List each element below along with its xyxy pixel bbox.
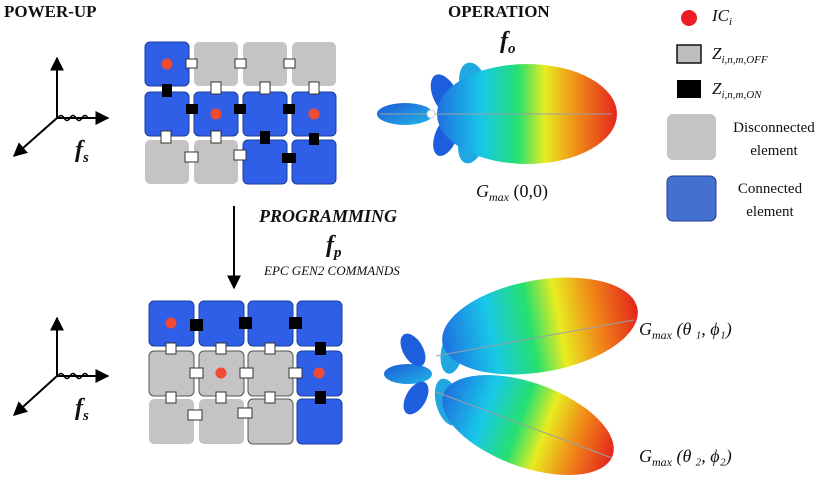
power-up-title: POWER-UP [4,2,97,21]
wave-icon [57,372,89,380]
switches-on [162,84,319,163]
switches-off [165,342,303,421]
ic-dot [210,108,222,120]
ic-dot [215,367,227,379]
element-connected [198,300,245,347]
element-disconnected [148,350,195,397]
programming-title: PROGRAMMING [259,206,398,226]
element-connected [242,139,288,185]
switches-on [190,317,326,404]
element-connected [291,139,337,185]
axes-top [12,56,110,157]
element-disconnected [194,42,238,86]
element-disconnected [292,42,336,86]
radiation-pattern-broadside [377,62,617,164]
legend-z-off-swatch [676,44,702,64]
element-disconnected [194,140,238,184]
switches-off [160,58,320,163]
element-disconnected [199,399,244,444]
gain-label-beam1: Gmax (θ ₁, ϕ₁) [639,319,732,342]
wave-icon [57,114,89,122]
source-frequency-label-top: fs [75,137,89,166]
element-disconnected [149,399,194,444]
element-disconnected [247,398,294,445]
legend-connected-swatch [666,175,717,222]
patch-array-bottom [148,300,343,445]
element-disconnected [243,42,287,86]
element-disconnected [145,140,189,184]
programming-commands: EPC GEN2 COMMANDS [264,263,400,278]
source-frequency-label-bottom: fs [75,395,89,424]
gain-label-broadside: Gmax (0,0) [476,181,548,204]
programming-frequency-label: fp [326,232,342,261]
legend-swatches [666,10,717,222]
ic-dot [165,317,177,329]
element-connected [144,91,190,137]
element-connected [247,300,294,347]
ic-dot [313,367,325,379]
ic-dot [308,108,320,120]
legend-z-off-label: Zi,n,m,OFF [712,44,768,66]
element-disconnected [247,350,294,397]
ic-dot [161,58,173,70]
gain-label-beam2: Gmax (θ ₂, ϕ₂) [639,446,732,469]
legend-z-on-label: Zi,n,m,ON [712,79,762,101]
operation-frequency-label: fo [500,28,516,57]
axes-bottom [12,316,110,416]
patch-array-top [144,41,337,185]
legend-ic-label: ICi [712,6,733,28]
element-connected [242,91,288,137]
operation-title: OPERATION [448,2,550,21]
legend-disconnected-swatch [667,114,716,160]
radiation-pattern-steered [384,277,638,476]
element-connected [296,300,343,347]
legend-z-on-swatch [677,80,701,98]
legend-ic-swatch [681,10,697,26]
element-connected [296,398,343,445]
